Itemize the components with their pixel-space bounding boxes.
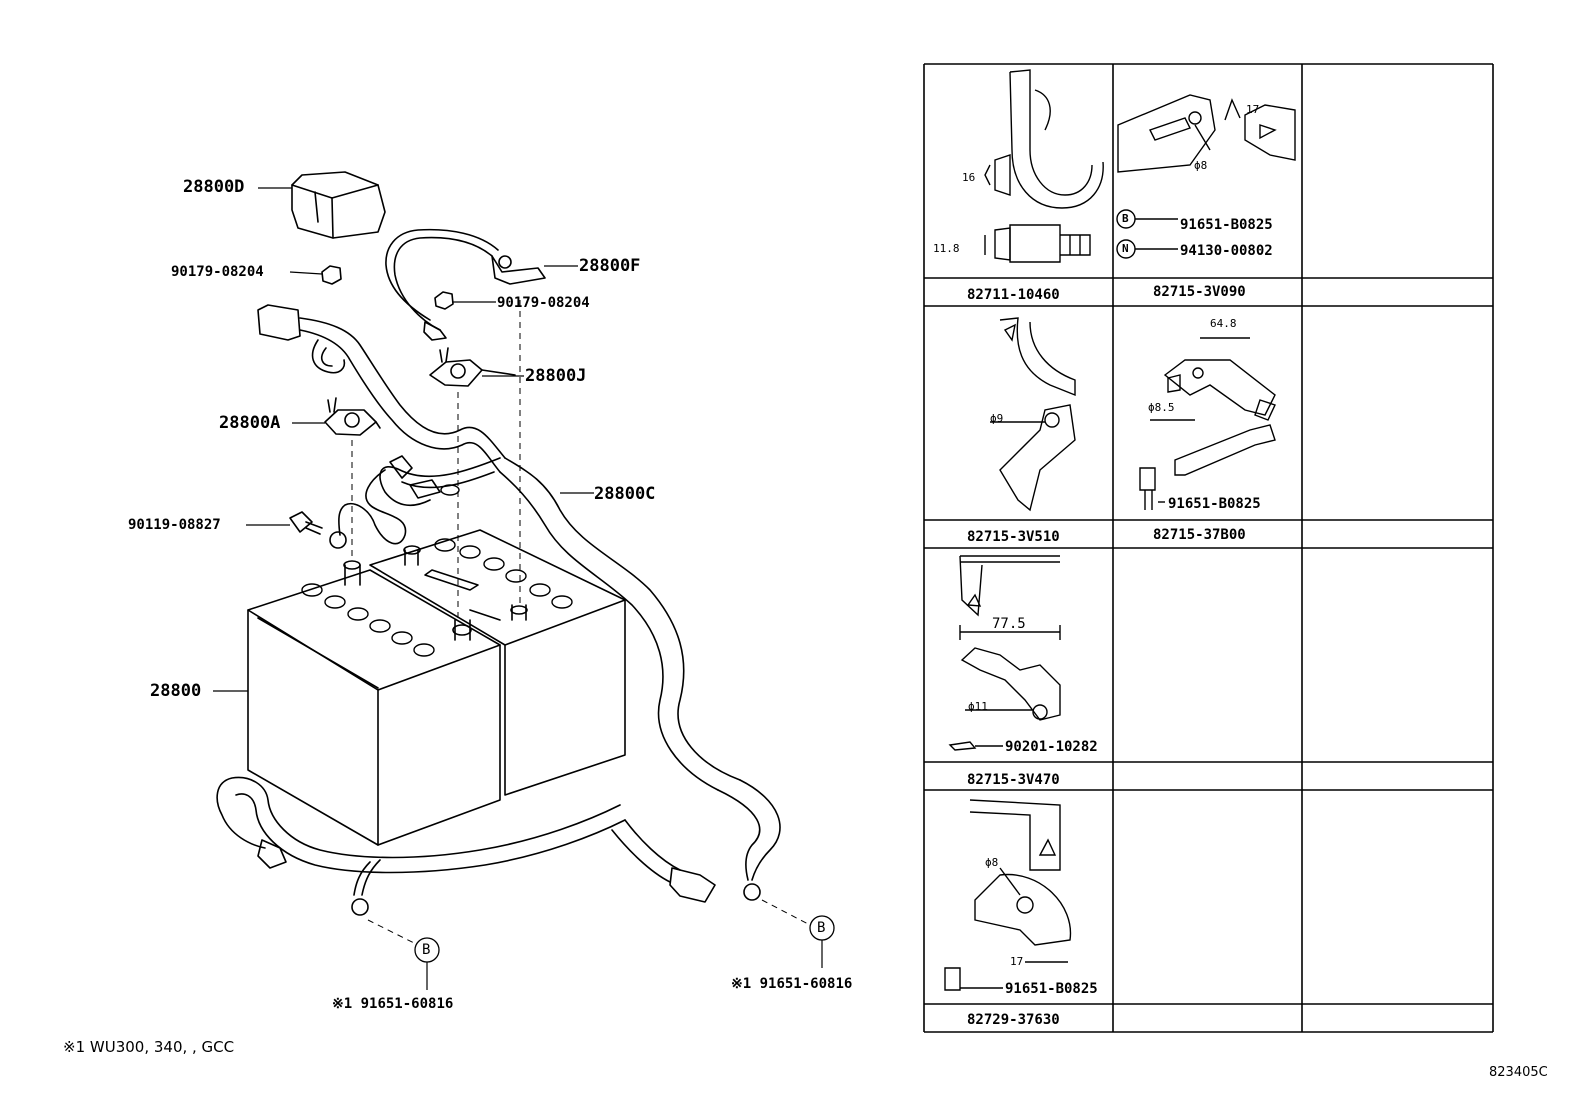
caption-82729-37630: 82729-37630 [967, 1012, 1060, 1028]
callout-90179-08204-b: 90179-08204 [497, 295, 590, 311]
part-drawing-82715-3V090 [1116, 94, 1296, 259]
bolt-note-left: ※1 91651-60816 [332, 996, 454, 1012]
part-drawing-82729-37630 [944, 799, 1072, 991]
badge-b: B [1122, 212, 1129, 225]
callout-90119-08827: 90119-08827 [128, 517, 221, 533]
part-drawing-82715-3V510 [990, 317, 1076, 512]
battery-28800 [247, 484, 626, 846]
terminal-28800J [429, 347, 516, 387]
dim-phi11: ϕ11 [968, 700, 988, 713]
battery-cover-28800D [291, 171, 386, 239]
callout-28800D: 28800D [183, 177, 245, 197]
dim-phi8-5: ϕ8.5 [1148, 401, 1175, 414]
footnote: ※1 WU300, 340, , GCC [63, 1038, 235, 1056]
callout-28800J: 28800J [525, 366, 587, 386]
badge-n: N [1122, 242, 1129, 255]
caption-82715-3V090: 82715-3V090 [1153, 284, 1246, 300]
harness-28800C [257, 304, 741, 791]
part-drawing-82715-3V470 [948, 555, 1061, 751]
part-91651-B0825-b: 91651-B0825 [1168, 496, 1261, 512]
dim-16: 16 [962, 171, 976, 184]
cable-28800F [385, 228, 546, 341]
nut-90179-a [321, 265, 342, 285]
caption-82715-3V510: 82715-3V510 [967, 529, 1060, 545]
catalog-id: 823405C [1489, 1065, 1548, 1080]
bolt-90119 [289, 511, 323, 535]
lower-harness [216, 776, 781, 916]
dim-phi8-a: ϕ8 [1194, 159, 1208, 172]
callout-90179-08204-a: 90179-08204 [171, 264, 264, 280]
dim-phi9: ϕ9 [990, 412, 1004, 425]
part-91651-B0825-a: 91651-B0825 [1180, 217, 1273, 233]
ref-circle-b-right [809, 915, 835, 941]
dim-17-b: 17 [1010, 955, 1024, 968]
dim-77-5: 77.5 [992, 616, 1026, 632]
dim-11-8: 11.8 [933, 242, 960, 255]
part-94130-00802: 94130-00802 [1180, 243, 1273, 259]
callout-28800A: 28800A [219, 413, 281, 433]
callout-28800: 28800 [150, 681, 202, 701]
dim-phi8-b: ϕ8 [985, 856, 999, 869]
callout-28800C: 28800C [594, 484, 656, 504]
ref-letter-b-right: B [817, 920, 826, 936]
parts-table-grid [923, 63, 1494, 1033]
caption-82715-3V470: 82715-3V470 [967, 772, 1060, 788]
ref-circle-b-left [414, 937, 440, 963]
bolt-note-right: ※1 91651-60816 [731, 976, 853, 992]
ref-letter-b-left: B [422, 942, 431, 958]
dim-17-a: 17 [1246, 103, 1260, 116]
part-91651-B0825-c: 91651-B0825 [1005, 981, 1098, 997]
terminal-28800A [324, 397, 381, 436]
dim-64-8: 64.8 [1210, 317, 1237, 330]
caption-82711-10460: 82711-10460 [967, 287, 1060, 303]
part-90201-10282: 90201-10282 [1005, 739, 1098, 755]
part-drawing-82711-10460 [984, 69, 1104, 263]
callout-28800F: 28800F [579, 256, 641, 276]
caption-82715-37B00: 82715-37B00 [1153, 527, 1246, 543]
nut-90179-b [434, 291, 454, 310]
part-drawing-82715-37B00 [1139, 337, 1276, 510]
